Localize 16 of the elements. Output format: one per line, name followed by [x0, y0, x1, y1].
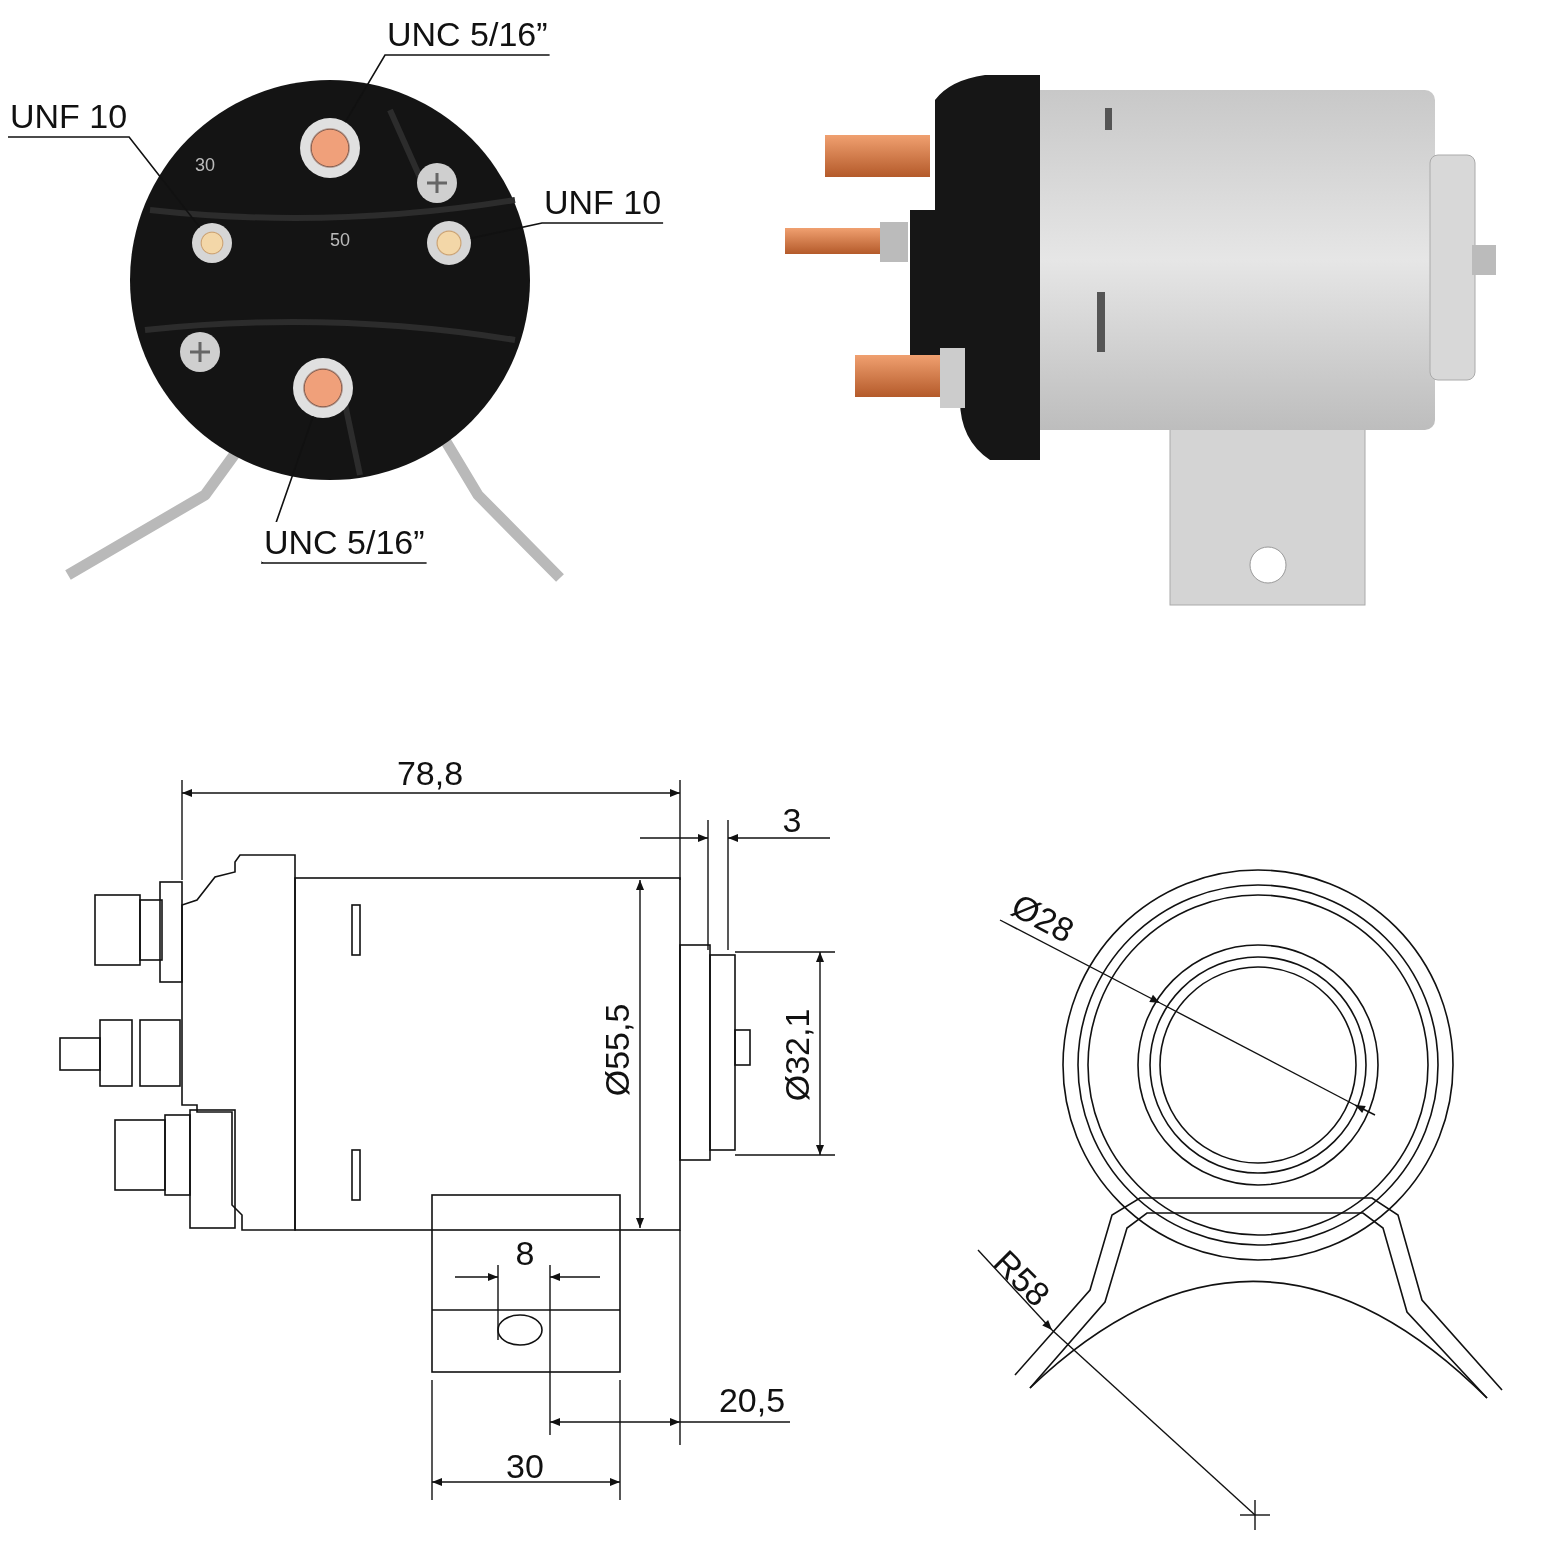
dimension-label: 8 [515, 1233, 535, 1273]
dimension-label: 20,5 [718, 1380, 786, 1420]
dimension-label: 30 [506, 1446, 544, 1486]
thread-label: UNC 5/16” [262, 522, 427, 562]
leader-line [344, 54, 551, 123]
leader-line [469, 222, 664, 240]
terminal-number: 30 [195, 154, 215, 177]
leader-line [7, 136, 201, 228]
dimension-label: 78,8 [396, 753, 464, 793]
dimension-label: R58 [985, 1241, 1059, 1315]
dimension-label: 3 [782, 800, 802, 840]
dimension-label: Ø32,1 [777, 1008, 817, 1102]
dimension-label: Ø28 [1005, 885, 1081, 951]
dimension-label: Ø55,5 [597, 1003, 637, 1097]
terminal-number: 50 [330, 229, 350, 252]
solenoid-end-photo [130, 80, 530, 480]
